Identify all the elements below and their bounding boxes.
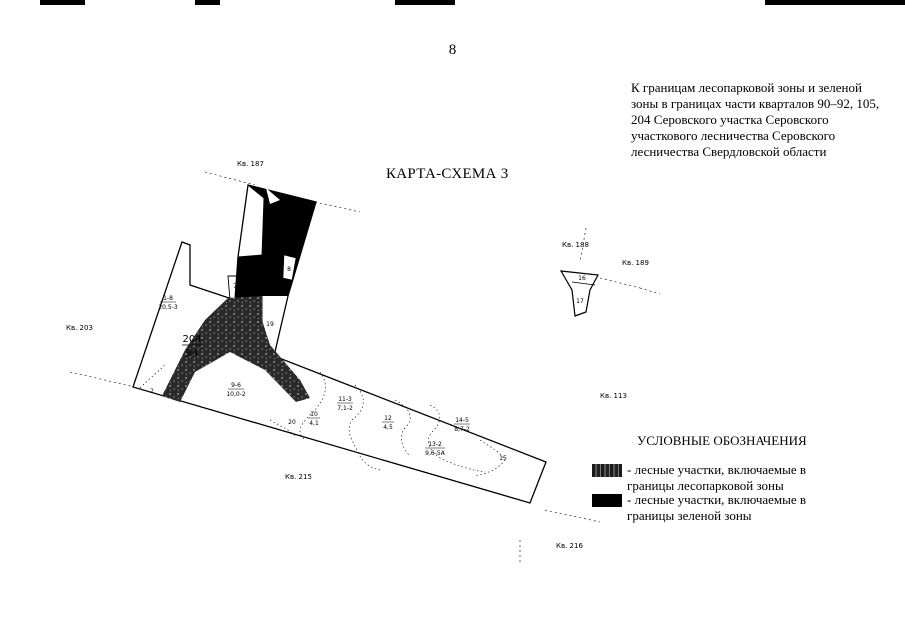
plot-label: 10,0-2: [226, 391, 246, 398]
plot-label: 11-3: [338, 396, 352, 403]
map-title: КАРТА-СХЕМА 3: [386, 166, 509, 182]
plot-label: 4,1: [309, 420, 319, 427]
plot-label: 12: [384, 415, 392, 422]
quarter-number-top: 204: [182, 334, 201, 345]
separate-parcel-boundary: [559, 270, 599, 317]
forest-park-area: [162, 296, 310, 402]
plot-label: 9-6: [231, 382, 241, 389]
quarter-number-bottom: 94: [186, 348, 199, 359]
page-number: 8: [448, 42, 457, 58]
green-zone-area: [248, 185, 316, 296]
plot-label: 7,1-2: [337, 405, 353, 412]
plot-label: 20,5-3: [158, 304, 178, 311]
quarter-label-188: Кв. 188: [562, 241, 589, 249]
plot-white-patch: [282, 254, 297, 281]
plot-dashed-boundaries: [139, 364, 506, 477]
scan-edge-mark: [395, 0, 455, 5]
plot-label: 19: [266, 321, 274, 328]
plot-label: 8: [287, 266, 291, 273]
plot-label: 14-5: [455, 417, 469, 424]
quarter-label-203: Кв. 203: [66, 324, 93, 332]
quarter-label-187: Кв. 187: [237, 160, 264, 168]
legend-item-text: - лесные участки, включаемые в границы л…: [627, 462, 807, 493]
quarter-label-216: Кв. 216: [556, 542, 583, 550]
plot-label: 15: [499, 455, 507, 462]
legend-title: УСЛОВНЫЕ ОБОЗНАЧЕНИЯ: [637, 433, 807, 448]
plot-label: 13-2: [428, 441, 442, 448]
quarter-label-113: Кв. 113: [600, 392, 627, 400]
plot-label: 10: [310, 411, 318, 418]
plot-white-patch: [266, 188, 280, 204]
plot-label: 8,7-2: [454, 426, 470, 433]
plot-label: 1-8: [163, 295, 173, 302]
quarter-label-215: Кв. 215: [285, 473, 312, 481]
plot-label: 7: [233, 283, 237, 290]
forest-park-swatch: [592, 464, 622, 477]
plot-label: 16: [578, 275, 586, 282]
green-zone-area: [235, 255, 262, 300]
quarter-label-189: Кв. 189: [622, 259, 649, 267]
header-note: К границам лесопарковой зоны и зеленой з…: [631, 80, 880, 159]
legend-item-text: - лесные участки, включаемые в границы з…: [627, 492, 807, 523]
quarter-boundaries: [69, 171, 661, 565]
plot-label: 20: [288, 419, 296, 426]
plot-label: 4,5: [383, 424, 393, 431]
scan-edge-mark: [195, 0, 220, 5]
plot-label: 2: [150, 388, 154, 395]
scan-edge-mark: [40, 0, 85, 5]
plot-label: 9,6-5А: [425, 450, 446, 457]
scan-edge-mark: [765, 0, 905, 5]
plot-label: 17: [576, 298, 584, 305]
green-zone-swatch: [592, 494, 622, 507]
